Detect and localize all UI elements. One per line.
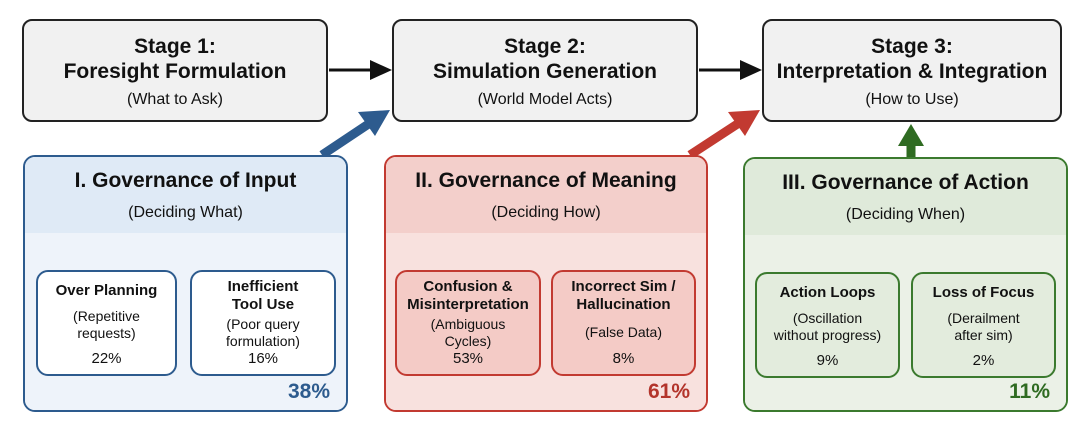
incorrect-sim-percent: 8% [612, 350, 635, 367]
stage-1-title-line1: Stage 1: [134, 35, 216, 58]
governance-action-panel: III. Governance of Action (Deciding When… [743, 157, 1068, 412]
governance-input-header: I. Governance of Input (Deciding What) [25, 157, 346, 234]
action-loops-desc-line2: without progress) [773, 327, 882, 343]
stage-3-title-line1: Stage 3: [871, 35, 953, 58]
confusion-percent: 53% [452, 350, 484, 367]
governance-meaning-total: 61% [647, 380, 690, 403]
stage-1-subtitle: (What to Ask) [126, 91, 224, 108]
confusion-title-line2: Misinterpretation [407, 296, 529, 313]
stage-2-subtitle: (World Model Acts) [477, 91, 613, 108]
over-planning-title: Over Planning [55, 282, 158, 299]
governance-action-subtitle: (Deciding When) [845, 206, 966, 223]
loss-of-focus-desc-line2: after sim) [954, 327, 1013, 343]
action-loops-desc-line1: (Oscillation [792, 310, 863, 326]
inefficient-tool-use-desc-line2: formulation) [226, 333, 300, 349]
over-planning-box: Over Planning (Repetitive requests) 22% [36, 270, 177, 376]
confusion-misinterpretation-box: Confusion & Misinterpretation (Ambiguous… [395, 270, 541, 376]
governance-meaning-title: II. Governance of Meaning [415, 169, 677, 192]
governance-input-arrow [319, 110, 390, 159]
incorrect-sim-box: Incorrect Sim / Hallucination (False Dat… [551, 270, 696, 376]
stage-1-box: Stage 1: Foresight Formulation (What to … [22, 19, 328, 122]
inefficient-tool-use-box: Inefficient Tool Use (Poor query formula… [190, 270, 336, 376]
governance-input-total: 38% [287, 380, 330, 403]
inefficient-tool-use-desc-line1: (Poor query [226, 316, 300, 332]
stage2-to-stage3-arrow [699, 60, 762, 80]
stage-2-title-line1: Stage 2: [504, 35, 586, 58]
loss-of-focus-title: Loss of Focus [932, 284, 1035, 301]
incorrect-sim-title-line2: Hallucination [576, 296, 671, 313]
over-planning-desc-line1: (Repetitive [73, 308, 140, 324]
confusion-desc-line2: Cycles) [444, 333, 492, 349]
governance-meaning-header: II. Governance of Meaning (Deciding How) [386, 157, 706, 234]
inefficient-tool-use-title-line2: Tool Use [231, 296, 295, 313]
governance-action-title: III. Governance of Action [782, 171, 1029, 194]
loss-of-focus-box: Loss of Focus (Derailment after sim) 2% [911, 272, 1056, 378]
inefficient-tool-use-percent: 16% [247, 350, 279, 367]
stage-3-title-line2: Interpretation & Integration [776, 60, 1048, 83]
governance-action-header: III. Governance of Action (Deciding When… [745, 159, 1066, 236]
inefficient-tool-use-title-line1: Inefficient [227, 278, 299, 295]
governance-meaning-arrow [687, 110, 760, 159]
governance-action-total: 11% [1009, 380, 1050, 403]
stage-2-title-line2: Simulation Generation [432, 60, 658, 83]
over-planning-desc-line2: requests) [77, 325, 136, 341]
stage-3-subtitle: (How to Use) [865, 91, 959, 108]
stage-3-box: Stage 3: Interpretation & Integration (H… [762, 19, 1062, 122]
loss-of-focus-desc-line1: (Derailment [947, 310, 1020, 326]
stage1-to-stage2-arrow [329, 60, 392, 80]
confusion-title-line1: Confusion & [423, 278, 513, 295]
stage-1-title-line2: Foresight Formulation [63, 60, 287, 83]
action-loops-title: Action Loops [779, 284, 876, 301]
action-loops-box: Action Loops (Oscillation without progre… [755, 272, 900, 378]
loss-of-focus-percent: 2% [972, 352, 995, 369]
stage-2-box: Stage 2: Simulation Generation (World Mo… [392, 19, 698, 122]
action-loops-percent: 9% [816, 352, 839, 369]
incorrect-sim-title-line1: Incorrect Sim / [571, 278, 676, 295]
governance-meaning-subtitle: (Deciding How) [491, 204, 601, 221]
governance-input-subtitle: (Deciding What) [128, 204, 243, 221]
over-planning-percent: 22% [91, 350, 122, 367]
incorrect-sim-desc: (False Data) [584, 324, 663, 340]
governance-action-arrow [898, 124, 924, 157]
governance-input-title: I. Governance of Input [74, 169, 297, 192]
confusion-desc-line1: (Ambiguous [430, 316, 506, 332]
